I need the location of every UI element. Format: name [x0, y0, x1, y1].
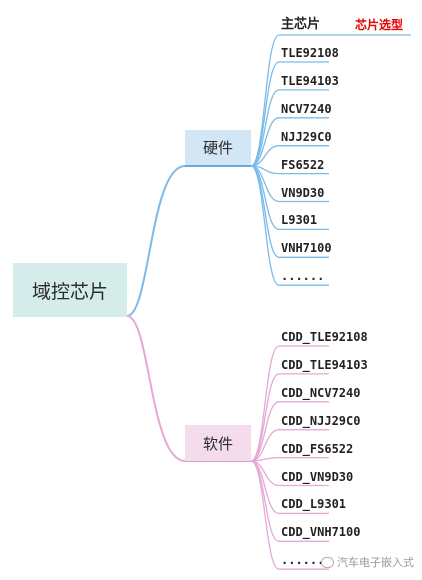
hardware-header-connector [250, 34, 411, 167]
watermark-text: 汽车电子嵌入式 [337, 556, 414, 569]
wechat-icon [321, 556, 334, 568]
software-leaf-connector [250, 373, 329, 462]
software-leaf-connector [250, 401, 329, 462]
hardware-leaf-connector [250, 145, 329, 167]
hardware-leaf-connector [250, 165, 329, 175]
software-node[interactable]: 软件 [185, 425, 251, 461]
hardware-leaf-connector [250, 89, 329, 167]
software-leaf-item[interactable]: CDD_NJJ29C0 [281, 413, 361, 428]
root-to-software-connector [126, 315, 186, 462]
software-leaf-item[interactable]: CDD_TLE94103 [281, 357, 368, 372]
software-leaf-connector [250, 429, 329, 462]
hardware-leaf-connector [250, 165, 329, 286]
hardware-underline [185, 164, 251, 167]
root-node[interactable]: 域控芯片 [13, 263, 127, 317]
watermark: 汽车电子嵌入式 [321, 554, 414, 570]
software-leaf-item[interactable]: CDD_FS6522 [281, 441, 354, 456]
hardware-leaf-item[interactable]: TLE92108 [281, 46, 339, 60]
hardware-leaf-item[interactable]: L9301 [281, 213, 318, 228]
software-leaf-connectors [250, 345, 329, 570]
software-leaf-item[interactable]: ...... [281, 553, 325, 568]
hardware-leaf-item[interactable]: VNH7100 [281, 241, 332, 256]
software-leaf-item[interactable]: CDD_L9301 [281, 497, 347, 512]
software-leaf-connector [250, 345, 329, 462]
software-leaf-connector [250, 456, 329, 462]
software-leaf-connector [250, 460, 329, 570]
root-to-hardware-connector [126, 165, 186, 317]
hardware-leaf-item[interactable]: TLE94103 [281, 73, 339, 88]
hardware-leaf-item[interactable]: NJJ29C0 [281, 129, 332, 144]
hardware-leaf-item[interactable]: ...... [281, 269, 325, 284]
software-leaf-item[interactable]: CDD_VN9D30 [281, 469, 354, 484]
software-leaf-item[interactable]: CDD_TLE92108 [281, 330, 368, 344]
hardware-leaf-connector [250, 61, 329, 167]
hardware-leaf-connector [250, 117, 329, 167]
software-leaf-item[interactable]: CDD_NCV7240 [281, 385, 361, 400]
software-leaf-item[interactable]: CDD_VNH7100 [281, 525, 361, 540]
hardware-leaf-item[interactable]: FS6522 [281, 157, 325, 172]
hardware-leaf-connectors [250, 34, 411, 286]
hardware-node[interactable]: 硬件 [185, 130, 251, 165]
hardware-leaf-item[interactable]: VN9D30 [281, 185, 325, 200]
hardware-header-label[interactable]: 主芯片 [281, 17, 321, 32]
chip-selection-note: 芯片选型 [355, 18, 404, 32]
hardware-leaf-item[interactable]: NCV7240 [281, 101, 332, 116]
